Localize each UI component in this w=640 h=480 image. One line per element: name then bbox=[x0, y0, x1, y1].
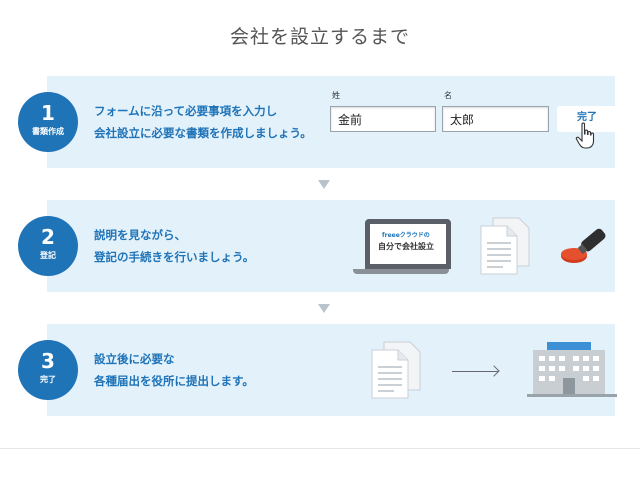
last-name-field[interactable]: 金前 bbox=[330, 106, 436, 132]
documents-icon bbox=[480, 217, 530, 275]
step-3-desc-line-2: 各種届出を役所に提出します。 bbox=[94, 374, 254, 388]
step-3-number: 3 bbox=[41, 349, 55, 373]
done-button[interactable]: 完了 bbox=[557, 106, 617, 132]
step-3-desc-line-1: 設立後に必要な bbox=[94, 352, 175, 366]
step-3-panel: 3 完了 設立後に必要な 各種届出を役所に提出します。 bbox=[18, 324, 617, 416]
down-arrow-icon bbox=[318, 304, 330, 313]
step-1-desc-line-1: フォームに沿って必要事項を入力し bbox=[94, 104, 278, 118]
first-name-label: 名 bbox=[444, 91, 452, 100]
step-2-description: 説明を見ながら、 登記の手続きを行いましょう。 bbox=[94, 224, 254, 268]
step-1-description: フォームに沿って必要事項を入力し 会社設立に必要な書類を作成しましょう。 bbox=[94, 100, 312, 144]
step-2-desc-line-2: 登記の手続きを行いましょう。 bbox=[94, 250, 255, 264]
step-1-desc-line-2: 会社設立に必要な書類を作成しましょう。 bbox=[94, 126, 312, 140]
step-2-desc-line-1: 説明を見ながら、 bbox=[94, 228, 186, 242]
step-1-number: 1 bbox=[41, 101, 55, 125]
step-2-label: 登記 bbox=[40, 251, 56, 260]
step-3-badge: 3 完了 bbox=[18, 340, 78, 400]
down-arrow-icon bbox=[318, 180, 330, 189]
laptop-icon: freeeクラウドの 自分で会社設立 bbox=[365, 219, 451, 269]
hand-cursor-icon bbox=[575, 122, 595, 149]
laptop-base bbox=[353, 269, 449, 274]
step-3-description: 設立後に必要な 各種届出を役所に提出します。 bbox=[94, 348, 254, 392]
seal-stamp-icon bbox=[561, 228, 606, 263]
bottom-divider bbox=[0, 448, 640, 449]
right-arrow-icon bbox=[488, 365, 500, 377]
step-2-number: 2 bbox=[41, 225, 55, 249]
documents-icon bbox=[371, 341, 421, 399]
step-3-label: 完了 bbox=[40, 375, 56, 384]
last-name-label: 姓 bbox=[332, 91, 340, 100]
step-2-panel: 2 登記 説明を見ながら、 登記の手続きを行いましょう。 freeeクラウドの … bbox=[18, 200, 615, 292]
step-1-label: 書類作成 bbox=[32, 127, 64, 136]
first-name-field[interactable]: 太郎 bbox=[442, 106, 549, 132]
step-1-badge: 1 書類作成 bbox=[18, 92, 78, 152]
laptop-screen-text: 自分で会社設立 bbox=[378, 242, 434, 251]
step-2-badge: 2 登記 bbox=[18, 216, 78, 276]
cloud-label: freeeクラウドの bbox=[382, 232, 430, 239]
right-arrow-line bbox=[452, 371, 498, 372]
page-title: 会社を設立するまで bbox=[229, 26, 410, 48]
step-1-panel: 1 書類作成 フォームに沿って必要事項を入力し 会社設立に必要な書類を作成しまし… bbox=[18, 76, 617, 168]
government-office-icon bbox=[527, 342, 617, 397]
